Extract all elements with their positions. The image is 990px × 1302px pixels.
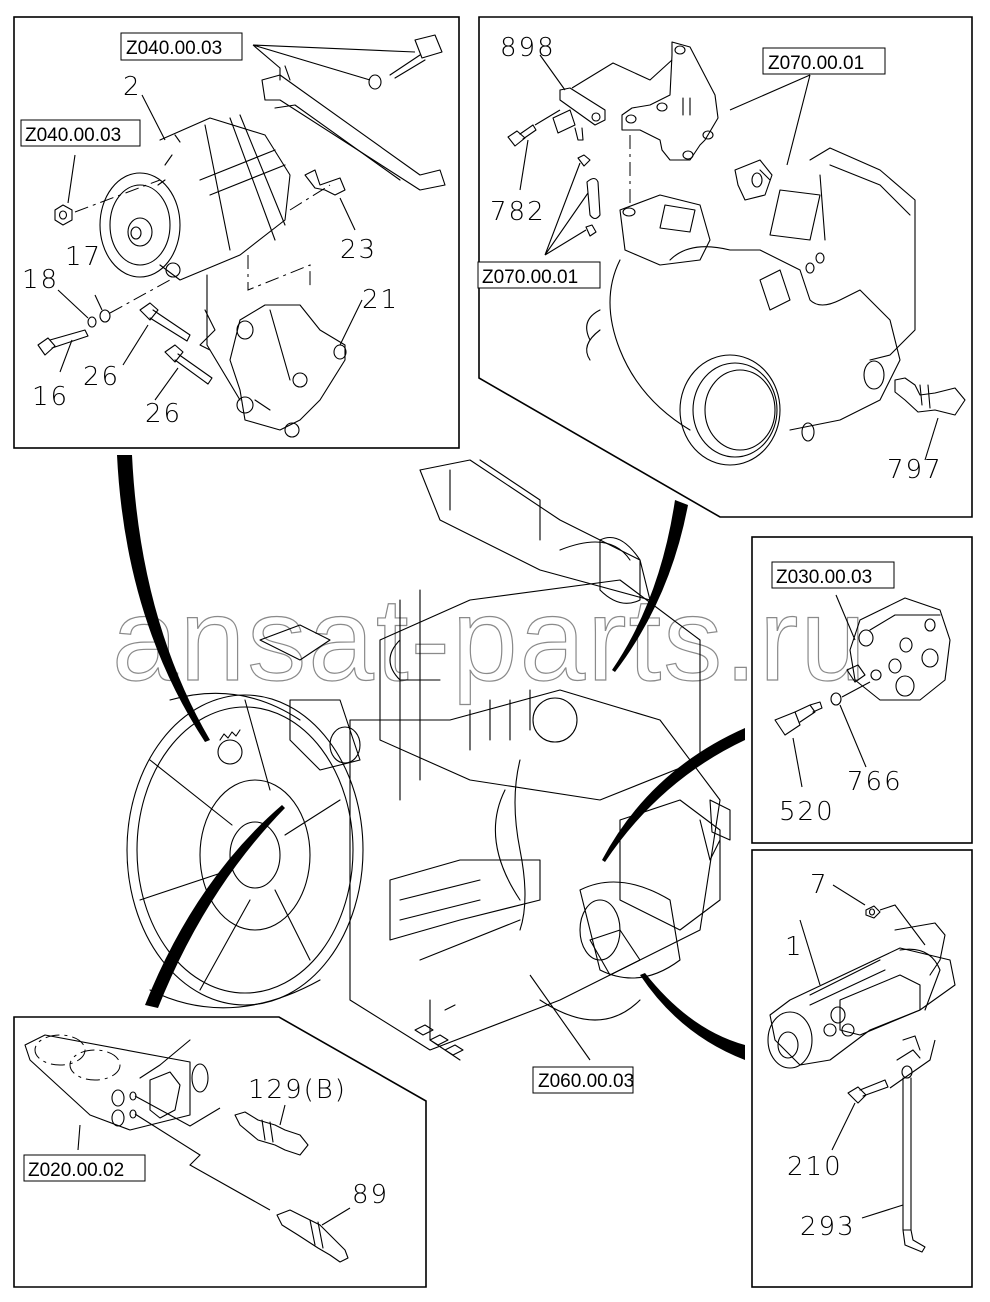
- part-label-17[interactable]: 17: [65, 242, 102, 272]
- ref-z020-00-02[interactable]: Z020.00.02: [23, 1154, 146, 1182]
- part-label-210[interactable]: 210: [787, 1152, 843, 1182]
- engine-assembly: Z060.00.03: [126, 459, 731, 1094]
- callout-arc-alternator: [117, 455, 210, 742]
- part-label-7[interactable]: 7: [810, 870, 829, 900]
- part-label-797[interactable]: 797: [887, 455, 943, 485]
- part-label-293[interactable]: 293: [800, 1212, 856, 1242]
- svg-text:Z060.00.03: Z060.00.03: [538, 1071, 634, 1092]
- panel-egr-sensor: Z070.00.01 Z070.00.01 898 782 797: [477, 16, 973, 518]
- part-label-520[interactable]: 520: [779, 797, 835, 827]
- panel-oil-pressure: Z030.00.03 520 766: [751, 536, 973, 844]
- part-label-23[interactable]: 23: [340, 235, 377, 265]
- callout-arc-egr: [612, 500, 688, 672]
- part-label-2[interactable]: 2: [123, 72, 142, 102]
- callout-arc-glowplug: [145, 805, 285, 1008]
- part-label-1[interactable]: 1: [785, 932, 804, 962]
- svg-text:Z020.00.02: Z020.00.02: [28, 1160, 124, 1181]
- callout-arc-starter: [640, 973, 745, 1060]
- cooling-fan: [126, 692, 364, 1009]
- svg-text:Z070.00.01: Z070.00.01: [768, 53, 864, 74]
- ref-z040-00-03-top[interactable]: Z040.00.03: [120, 32, 243, 61]
- panel-glow-plug: Z020.00.02 129(B) 89: [13, 1016, 427, 1288]
- engine-block: [259, 459, 731, 1061]
- ref-z040-00-03-left[interactable]: Z040.00.03: [20, 119, 141, 147]
- part-label-18[interactable]: 18: [22, 265, 59, 295]
- ref-z070-00-01-top[interactable]: Z070.00.01: [762, 47, 886, 75]
- panel-starter: 7 1 210 293: [751, 849, 973, 1288]
- part-label-16[interactable]: 16: [32, 382, 69, 412]
- svg-text:Z030.00.03: Z030.00.03: [776, 567, 872, 588]
- ref-z070-00-01-left[interactable]: Z070.00.01: [477, 261, 601, 289]
- svg-text:Z070.00.01: Z070.00.01: [482, 267, 578, 288]
- part-label-21[interactable]: 21: [362, 285, 399, 315]
- ref-z060-00-03[interactable]: Z060.00.03: [532, 1066, 634, 1094]
- callout-arcs: [117, 455, 745, 1060]
- part-label-129b[interactable]: 129(B): [248, 1075, 347, 1105]
- part-label-26-lower[interactable]: 26: [145, 399, 182, 429]
- ref-z030-00-03[interactable]: Z030.00.03: [771, 561, 895, 589]
- panel-alternator: Z040.00.03 Z040.00.03 2 17 18 16 26 26 2…: [13, 16, 460, 449]
- part-label-26-upper[interactable]: 26: [83, 362, 120, 392]
- part-label-782[interactable]: 782: [490, 197, 546, 227]
- svg-text:Z040.00.03: Z040.00.03: [25, 125, 121, 146]
- callout-arc-oilpressure: [602, 728, 745, 862]
- watermark: ansat-parts.ru: [112, 574, 868, 706]
- part-label-89[interactable]: 89: [352, 1180, 389, 1210]
- part-label-898[interactable]: 898: [500, 33, 556, 63]
- part-label-766[interactable]: 766: [847, 767, 903, 797]
- svg-text:Z040.00.03: Z040.00.03: [126, 38, 222, 59]
